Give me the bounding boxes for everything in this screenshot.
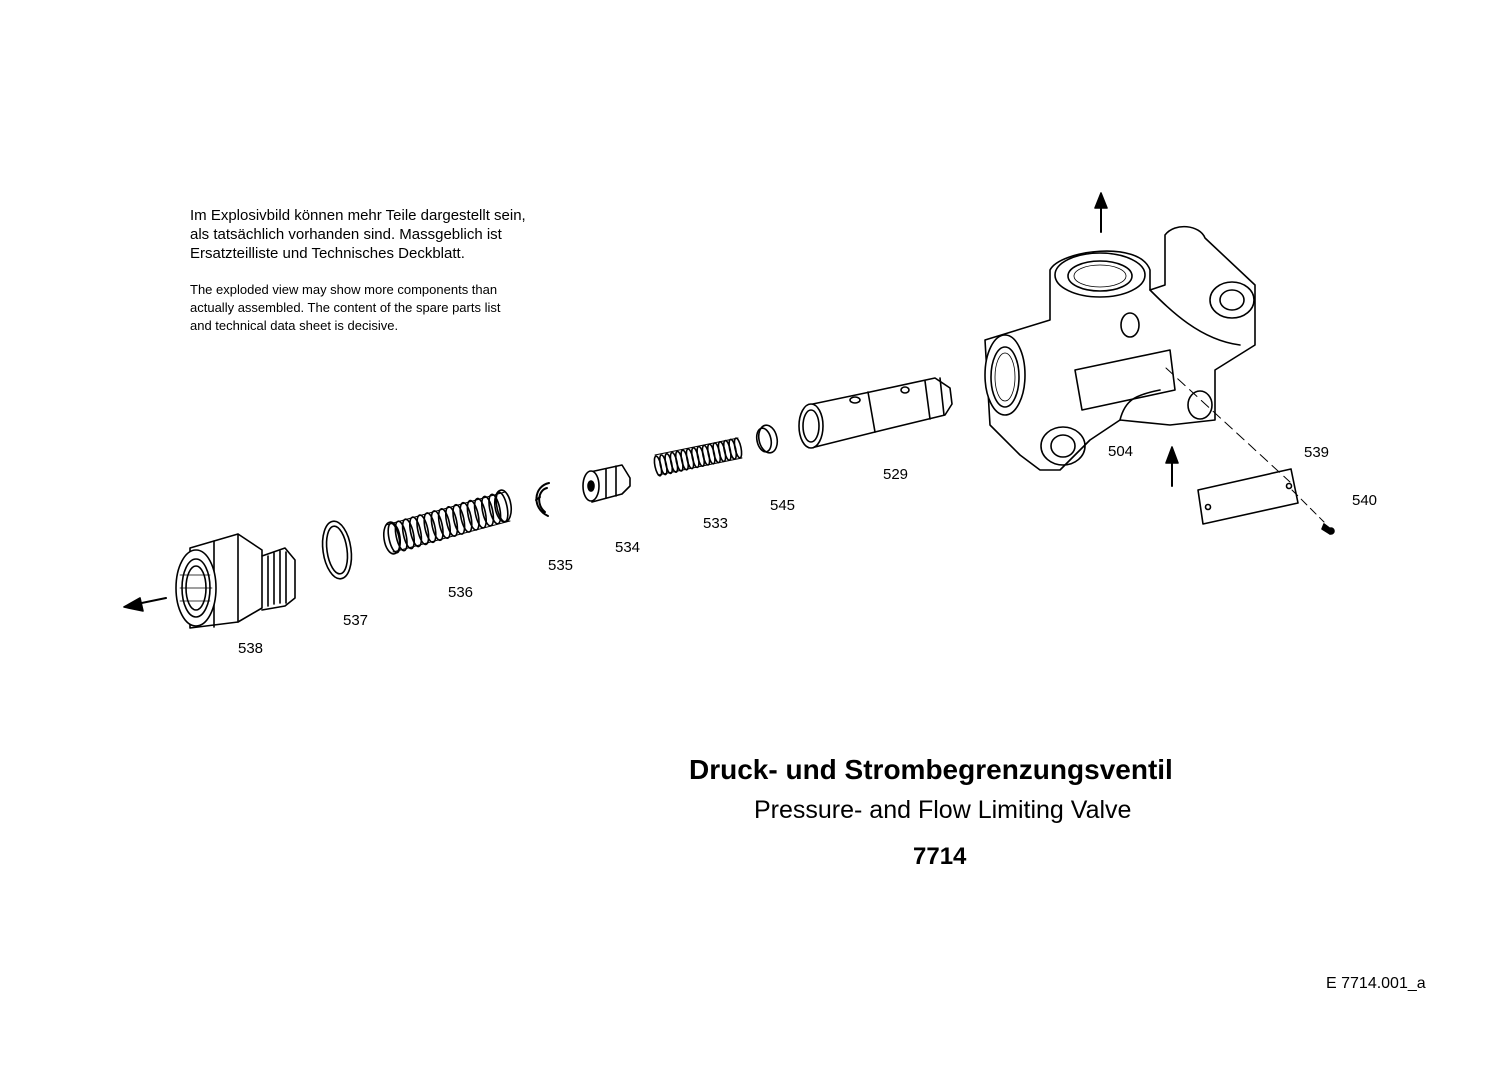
spring-coil [696, 445, 706, 468]
spring-coil [722, 439, 732, 462]
disclaimer-english-line: and technical data sheet is decisive. [190, 318, 399, 333]
spring-coil [430, 510, 444, 542]
spring-coil [690, 446, 700, 469]
label-545: 545 [770, 497, 796, 514]
disclaimer-english-line: actually assembled. The content of the s… [190, 300, 501, 315]
title-german: Druck- und Strombegrenzungsventil [689, 754, 1173, 785]
part-535-circlip [535, 482, 550, 517]
spring-coil [712, 442, 722, 464]
label-540: 540 [1352, 492, 1378, 509]
spring-coil [394, 520, 408, 552]
spring-coil [437, 508, 452, 540]
spring-coil [408, 516, 423, 548]
label-539: 539 [1304, 444, 1330, 461]
label-529: 529 [883, 466, 909, 483]
spring-coil [452, 503, 466, 535]
part-534-piston [582, 464, 631, 503]
part-533-spring [653, 437, 743, 477]
spring-coil [664, 452, 674, 475]
spring-coil [669, 451, 679, 474]
spring-coil [685, 448, 695, 470]
flow-arrow-up-icon [1165, 446, 1179, 487]
spring-coil [658, 454, 668, 476]
disclaimer-german-line: Ersatzteilliste und Technisches Deckblat… [190, 245, 465, 262]
disclaimer-german-line: Im Explosivbild können mehr Teile darges… [190, 207, 526, 224]
label-537: 537 [343, 612, 369, 629]
part-504-valve-body [984, 225, 1256, 471]
part-539-nameplate [1165, 367, 1325, 525]
disclaimer-english-line: The exploded view may show more componen… [190, 282, 498, 297]
label-535: 535 [548, 557, 574, 574]
label-536: 536 [448, 584, 474, 601]
spring-coil [706, 443, 716, 465]
part-537-o-ring [321, 520, 353, 580]
spring-coil [733, 437, 743, 459]
spring-coil [473, 497, 488, 529]
part-536-spring [382, 489, 513, 555]
spring-coil [423, 512, 437, 544]
drawing-identifier: E 7714.001_a [1326, 975, 1426, 992]
part-540-rivet [1321, 523, 1335, 535]
spring-coil [728, 438, 738, 460]
spring-coil [488, 493, 502, 525]
disclaimer-german: Im Explosivbild können mehr Teile darges… [190, 206, 526, 263]
part-529-sleeve [798, 377, 953, 449]
spring-coil [680, 449, 690, 471]
disclaimer-english: The exploded view may show more componen… [190, 281, 500, 335]
spring-coil [717, 440, 727, 463]
part-545-disc [755, 424, 779, 454]
disclaimer-german-line: als tatsächlich vorhanden sind. Massgebl… [190, 226, 502, 243]
label-504: 504 [1108, 443, 1134, 460]
spring-coil [674, 450, 684, 472]
spring-coil [701, 444, 711, 466]
spring-coil [459, 501, 473, 533]
part-538-fitting [175, 533, 296, 629]
flow-arrow-up-icon [1094, 192, 1108, 233]
title-english: Pressure- and Flow Limiting Valve [754, 796, 1132, 824]
label-538: 538 [238, 640, 264, 657]
spring-coil [480, 495, 495, 527]
spring-coil [401, 518, 416, 550]
label-533: 533 [703, 515, 729, 532]
flow-arrow-left-icon [123, 597, 167, 612]
assembly-part-number: 7714 [913, 843, 967, 870]
spring-coil [444, 505, 459, 537]
spring-coil [416, 514, 430, 546]
spring-coil [653, 455, 663, 477]
spring-coil [466, 499, 480, 531]
label-534: 534 [615, 539, 641, 556]
